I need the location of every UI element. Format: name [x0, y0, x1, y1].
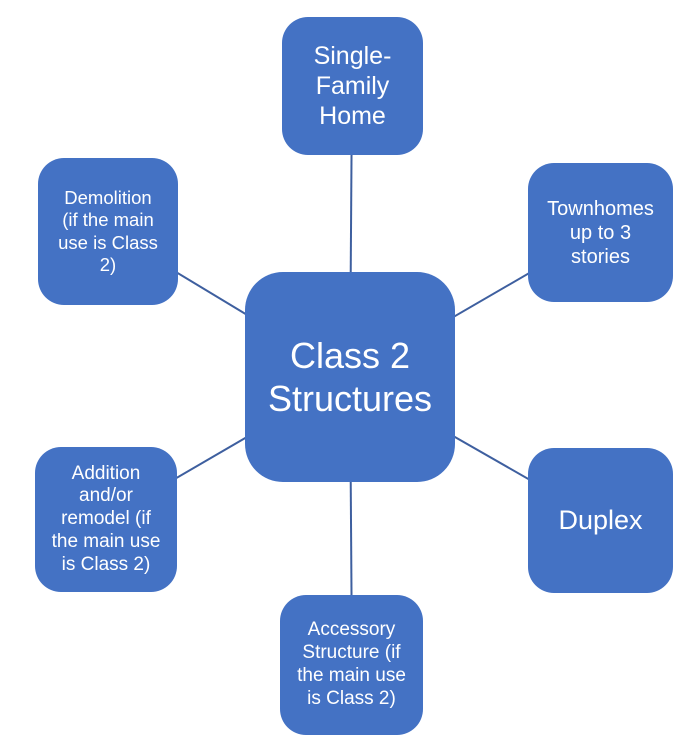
node-townhomes: Townhomes up to 3 stories	[528, 163, 673, 302]
node-single-family-home: Single- Family Home	[282, 17, 423, 155]
node-accessory-structure: Accessory Structure (if the main use is …	[280, 595, 423, 735]
node-addition-remodel: Addition and/or remodel (if the main use…	[35, 447, 177, 592]
node-addition-remodel-label: Addition and/or remodel (if the main use…	[51, 462, 161, 575]
node-class-2-structures-label: Class 2 Structures	[267, 334, 433, 419]
node-demolition: Demolition (if the main use is Class 2)	[38, 158, 178, 305]
node-class-2-structures: Class 2 Structures	[245, 272, 455, 482]
node-demolition-label: Demolition (if the main use is Class 2)	[58, 187, 158, 275]
node-accessory-structure-label: Accessory Structure (if the main use is …	[297, 619, 406, 709]
node-townhomes-label: Townhomes up to 3 stories	[547, 197, 654, 268]
node-duplex: Duplex	[528, 448, 673, 593]
node-single-family-home-label: Single- Family Home	[313, 42, 392, 130]
node-duplex-label: Duplex	[558, 505, 643, 536]
